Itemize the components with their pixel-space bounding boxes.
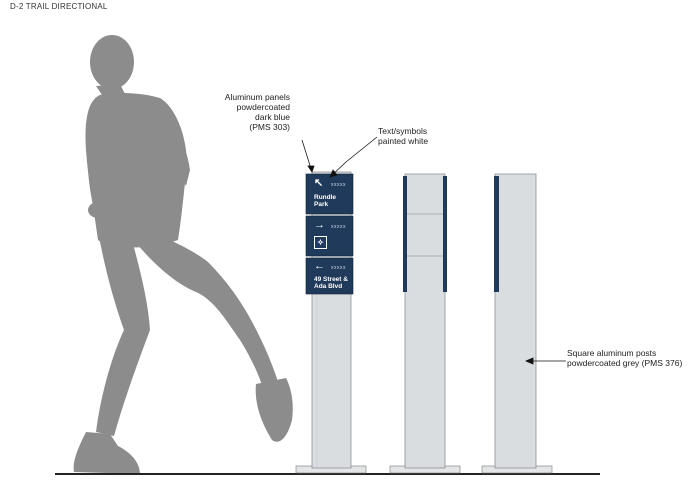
- sign-post-1: [295, 171, 367, 474]
- panel2-distance: xxxxx: [331, 224, 346, 230]
- annotation-text-symbols: Text/symbols painted white: [378, 126, 429, 146]
- arrow-up-left-icon: ↖: [314, 177, 324, 189]
- panel1-destination: Rundle Park: [314, 194, 337, 208]
- panel3-distance: xxxxx: [331, 265, 346, 271]
- leader-lines: [301, 136, 566, 365]
- page-title: D-2 TRAIL DIRECTIONAL: [10, 2, 108, 11]
- sign-post-2: [389, 173, 461, 474]
- panel3-destination: 49 Street & Ada Blvd: [314, 276, 348, 290]
- arrow-right-icon: →: [314, 219, 325, 231]
- annotation-posts: Square aluminum posts powdercoated grey …: [567, 348, 683, 368]
- runner-silhouette: [73, 35, 293, 474]
- annotation-panels: Aluminum panels powdercoated dark blue (…: [224, 92, 290, 132]
- arrow-left-icon: ←: [314, 260, 325, 272]
- sign-post-3: [481, 173, 553, 474]
- panel1-distance: xxxxx: [331, 182, 346, 188]
- restroom-icon: ✧: [314, 236, 327, 249]
